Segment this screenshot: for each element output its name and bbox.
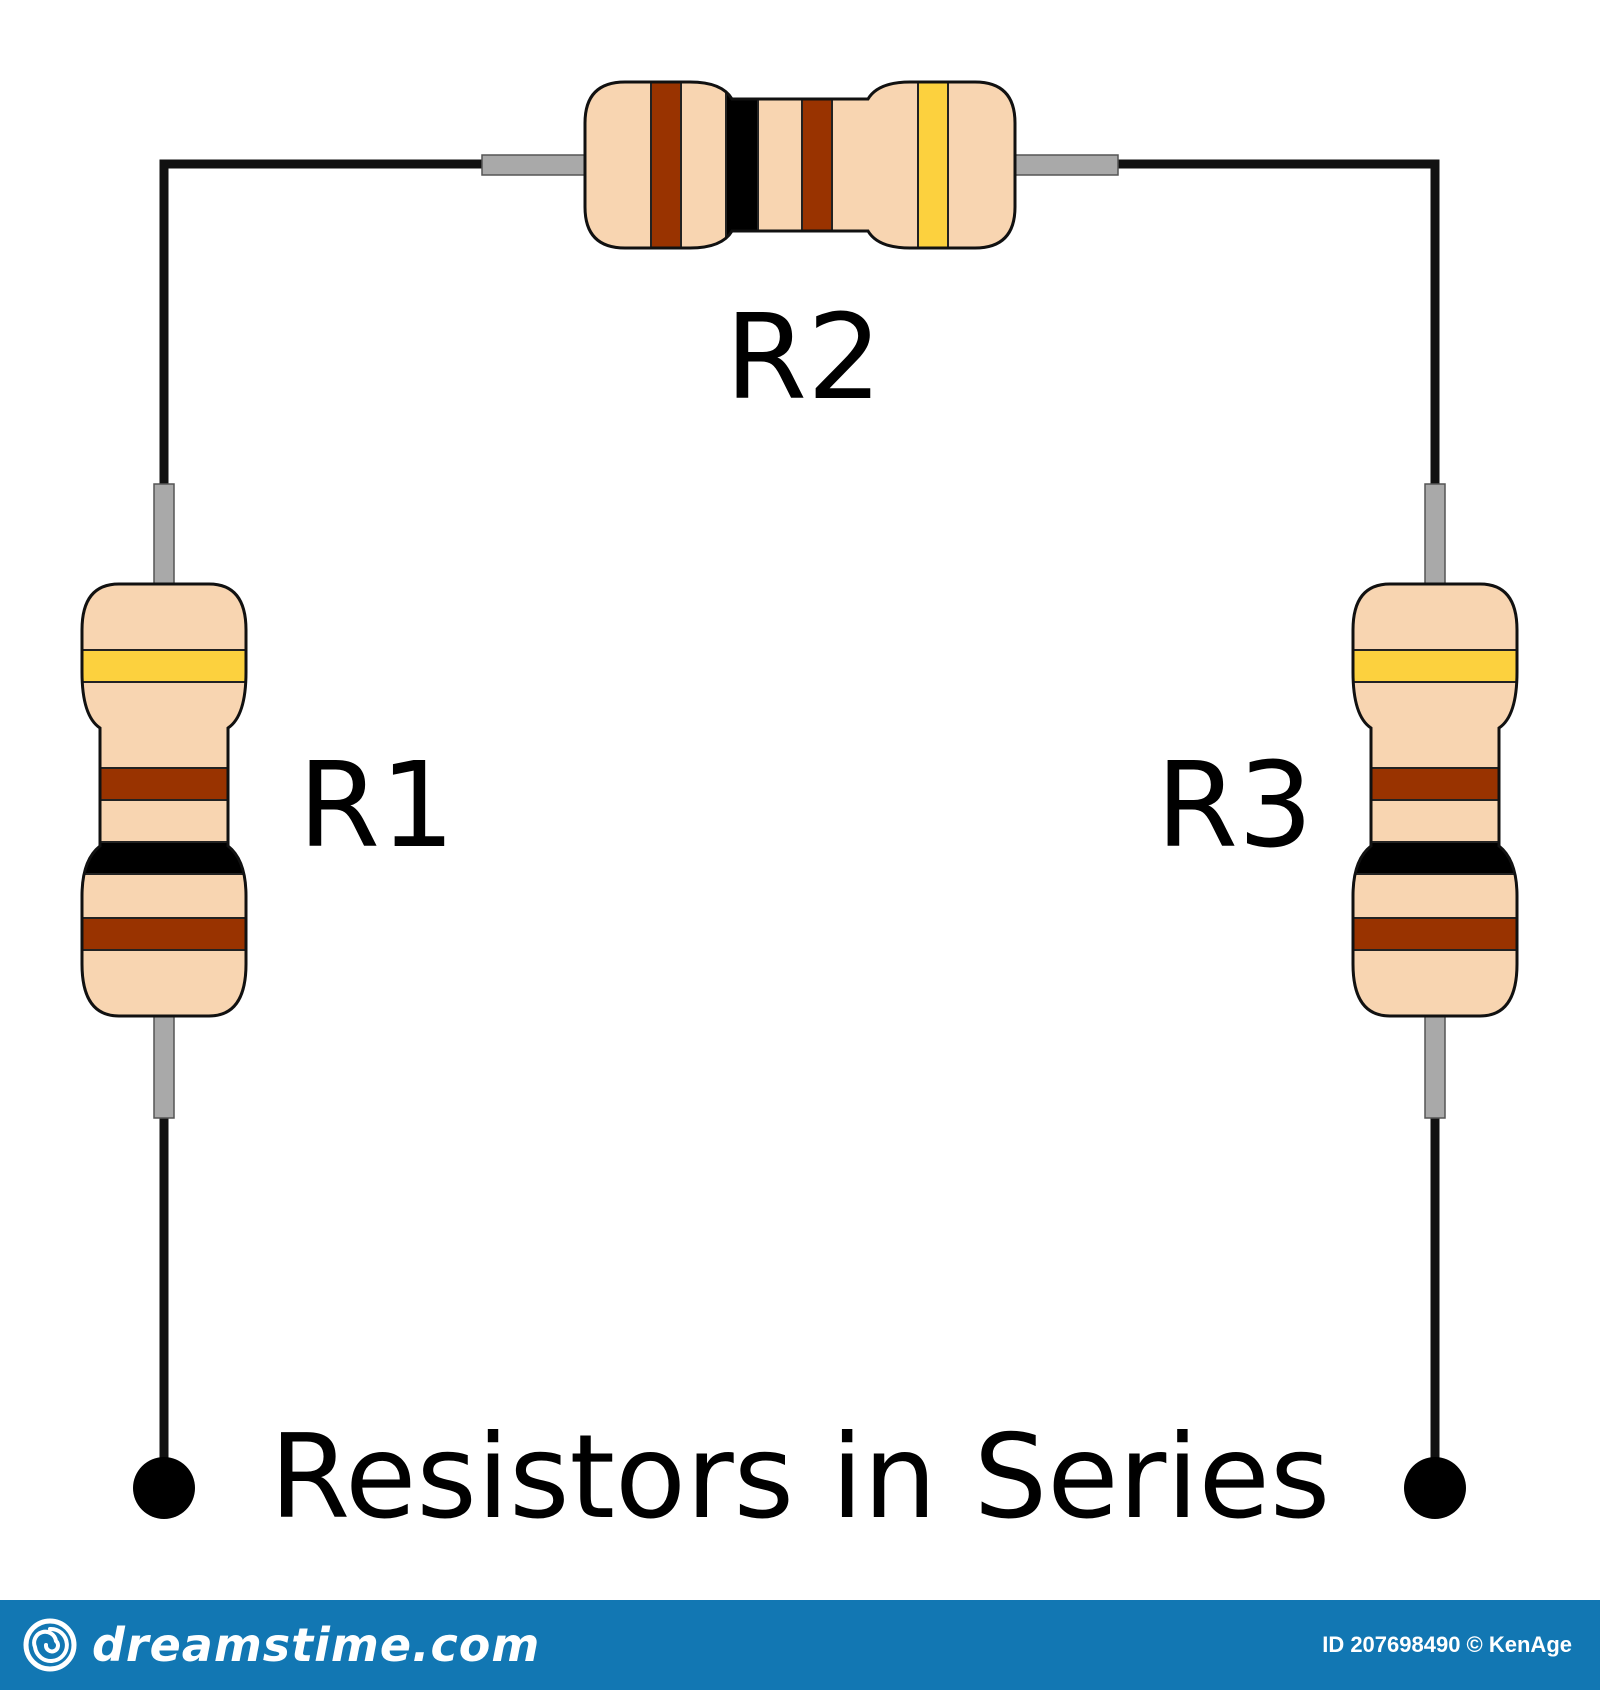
color-band-brown (801, 82, 833, 248)
resistor-body (585, 82, 1015, 248)
color-band-brown (82, 767, 246, 801)
color-band-brown (1353, 767, 1517, 801)
resistor-lead (1011, 154, 1119, 176)
watermark-footer: dreamstime.com ID 207698490 © KenAge (0, 1600, 1600, 1690)
resistor-label-r3: R3 (1156, 736, 1314, 874)
color-band-black (725, 82, 759, 248)
color-band-gold (82, 649, 246, 683)
color-band-brown (1353, 917, 1517, 951)
terminal-left (133, 1457, 195, 1519)
resistor-label-r1: R1 (298, 736, 456, 874)
color-band-brown (82, 917, 246, 951)
watermark-image-id: ID 207698490 © KenAge (1322, 1632, 1572, 1657)
resistor-lead (153, 1013, 175, 1119)
diagram-title: Resistors in Series (269, 1410, 1331, 1545)
circuit-wire (159, 159, 1440, 1490)
resistor-r2 (481, 80, 1119, 250)
color-band-black (82, 841, 246, 875)
spiral-logo-icon (23, 1618, 77, 1672)
resistor-r1 (80, 483, 248, 1119)
watermark-brand-text: dreamstime.com (92, 1618, 541, 1672)
color-band-gold (1353, 649, 1517, 683)
color-band-brown (650, 82, 682, 248)
circuit-diagram (80, 80, 1519, 1519)
resistor-lead (481, 154, 589, 176)
resistor-lead (153, 483, 175, 587)
terminal-right (1404, 1457, 1466, 1519)
color-band-black (1353, 841, 1517, 875)
watermark-brand: dreamstime.com (22, 1617, 540, 1673)
resistor-lead (1424, 483, 1446, 587)
resistor-label-r2: R2 (725, 288, 883, 426)
resistor-r3 (1351, 483, 1519, 1119)
color-band-gold (917, 82, 949, 248)
resistor-lead (1424, 1013, 1446, 1119)
